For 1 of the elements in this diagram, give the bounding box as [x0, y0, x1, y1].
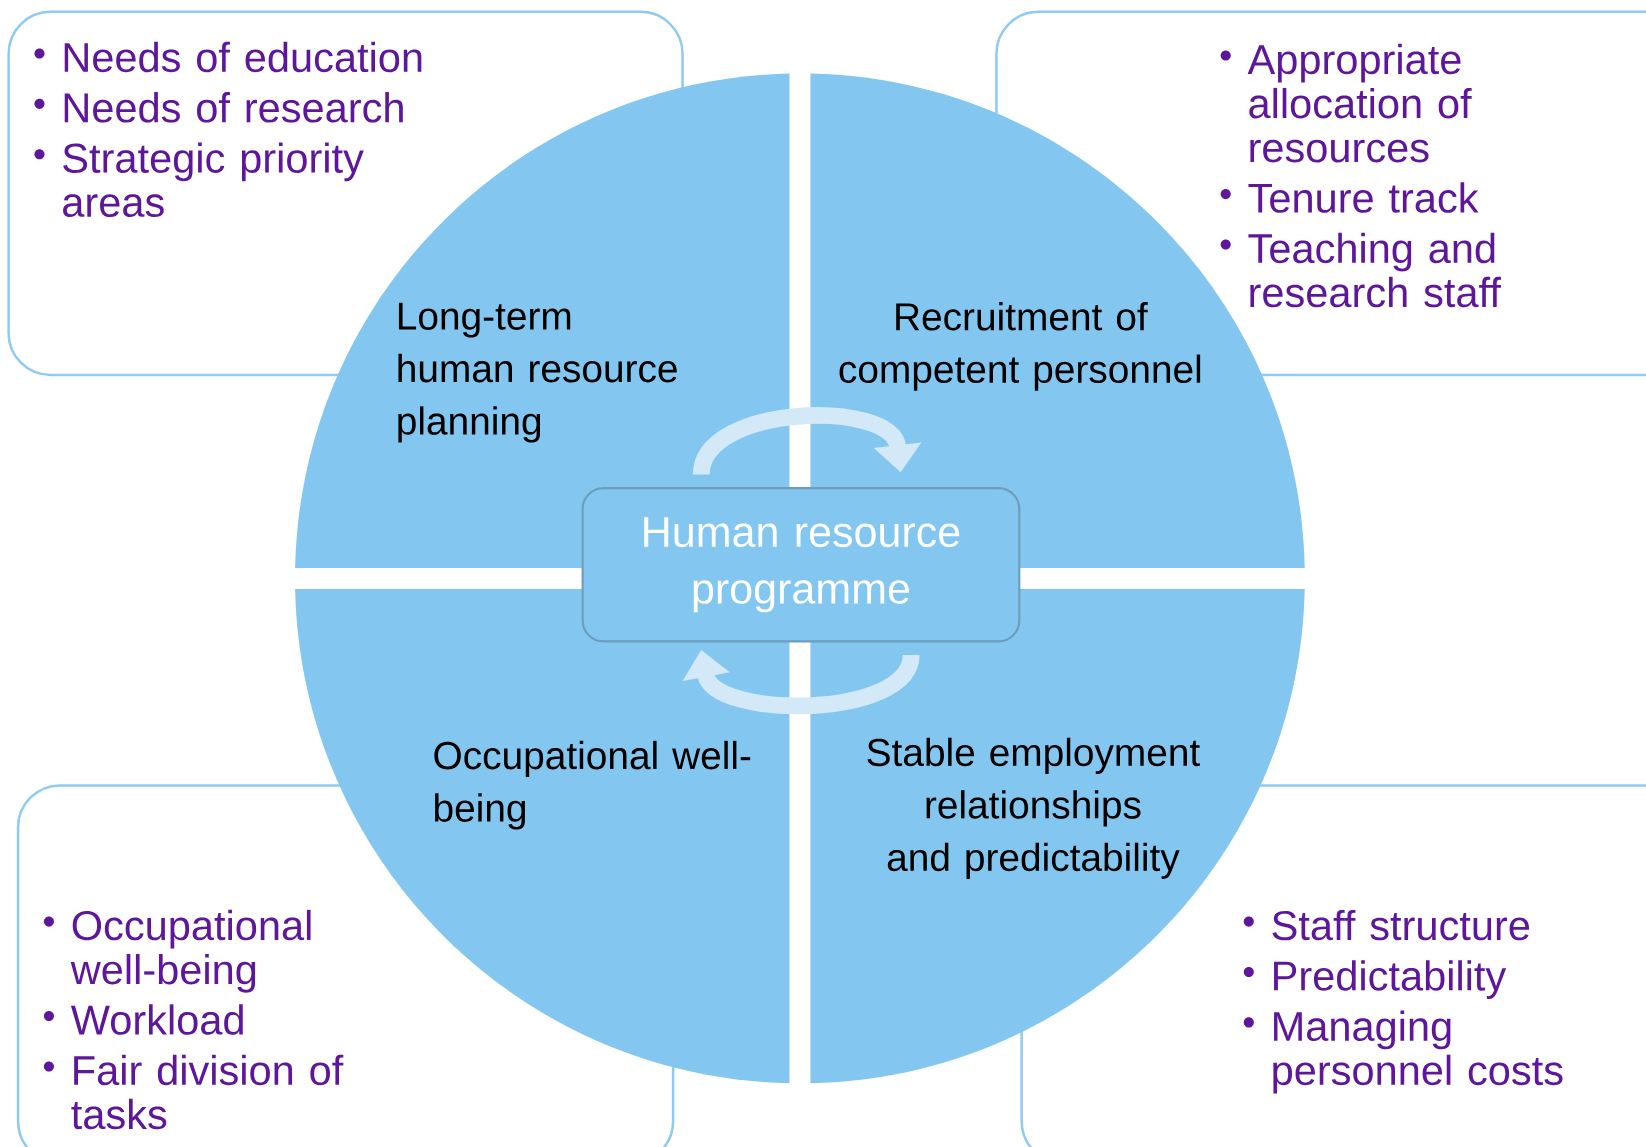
centre-box: Human resource programme	[581, 486, 1021, 643]
